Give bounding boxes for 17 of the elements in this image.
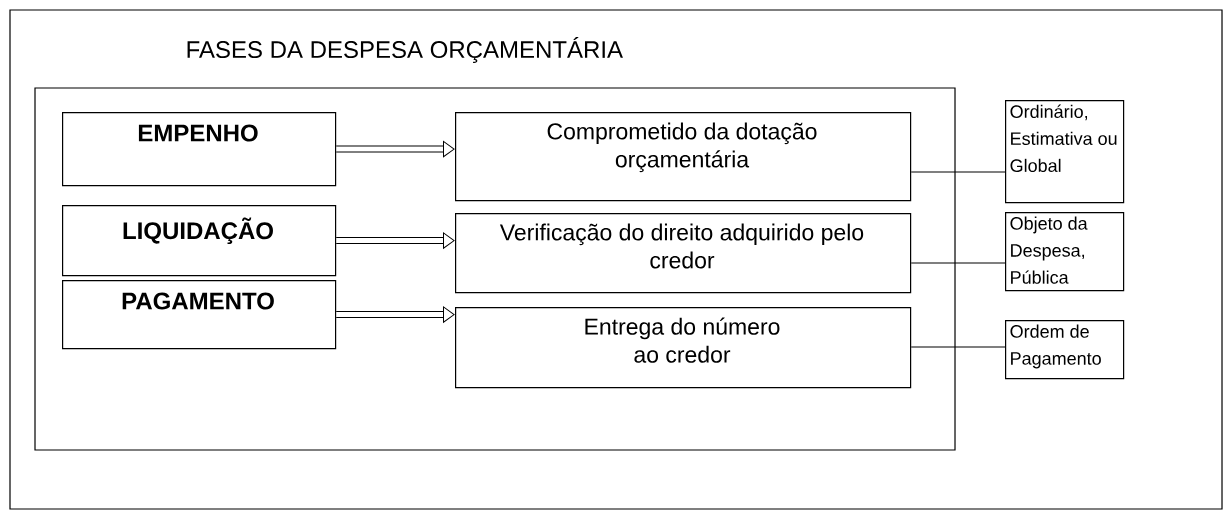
connector-line <box>910 262 1006 264</box>
title: FASES DA DESPESA ORÇAMENTÁRIA <box>187 37 623 63</box>
note-box: Ordinário, Estimativa ou Global <box>1005 100 1125 204</box>
hollow-arrow <box>336 140 455 158</box>
description-box: Comprometido da dotação orçamentária <box>455 112 912 202</box>
phase-box: PAGAMENTO <box>62 280 337 350</box>
connector-line <box>910 171 1006 173</box>
description-box: Entrega do número ao credor <box>455 307 912 389</box>
description-box: Verificação do direito adquirido pelo credor <box>455 213 912 294</box>
phase-box: LIQUIDAÇÃO <box>62 205 337 277</box>
hollow-arrow <box>336 232 455 249</box>
connector-line <box>910 346 1006 348</box>
phase-box: EMPENHO <box>62 112 337 187</box>
hollow-arrow <box>336 306 455 323</box>
note-box: Objeto da Despesa, Pública <box>1005 212 1125 292</box>
group-frame <box>34 87 956 451</box>
note-box: Ordem de Pagamento <box>1005 320 1125 380</box>
